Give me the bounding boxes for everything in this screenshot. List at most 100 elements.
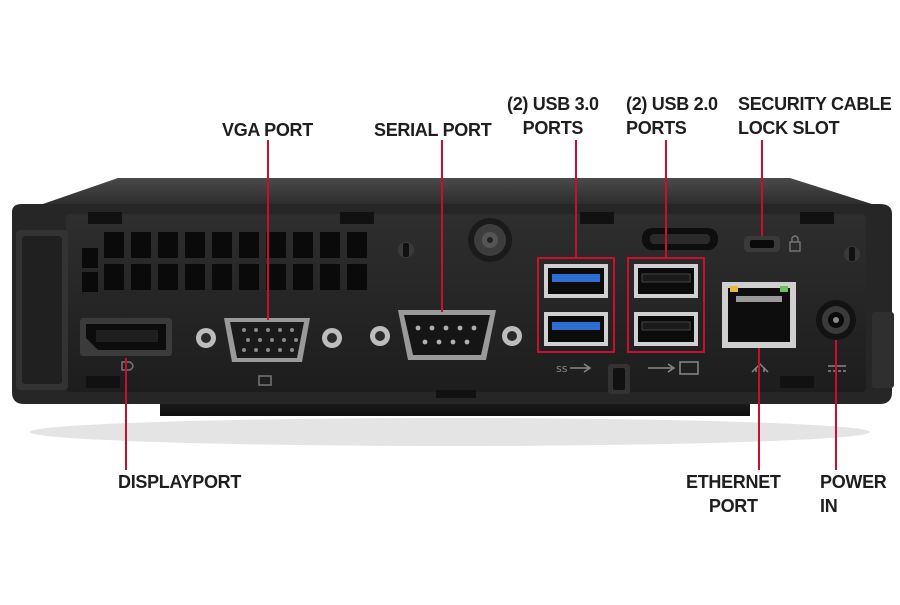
ventilation-grille [82, 232, 367, 292]
padlock-icon [789, 235, 801, 252]
label-power-in: POWER IN [820, 470, 887, 518]
top-tab [800, 212, 834, 224]
serial-connector[interactable] [398, 310, 496, 360]
leader-lines [125, 140, 837, 470]
vga-pin [246, 338, 250, 342]
vent-slot [82, 272, 98, 292]
top-tab [88, 212, 122, 224]
vent-slot [347, 232, 367, 258]
vga-pin [258, 338, 262, 342]
vent-slot [239, 264, 259, 290]
svg-text:ss: ss [556, 362, 568, 375]
vent-slot [212, 264, 232, 290]
screw-hole [844, 246, 860, 262]
vga-pin [242, 328, 246, 332]
screw-hole [398, 242, 414, 258]
ethernet-port[interactable] [722, 282, 796, 348]
vga-pin [294, 338, 298, 342]
vent-slot [158, 232, 178, 258]
vga-pin [290, 348, 294, 352]
right-side-panel [872, 312, 894, 388]
label-usb2-line1: (2) USB 2.0 [626, 94, 718, 114]
vent-slot [239, 232, 259, 258]
label-vga-port: VGA PORT [222, 118, 313, 142]
left-side-panel-inner [22, 236, 62, 384]
slot-cover-inner [650, 234, 710, 244]
serial-pin [464, 339, 470, 345]
serial-pin [443, 325, 449, 331]
vga-pin [290, 328, 294, 332]
label-usb3-line2: PORTS [522, 118, 584, 138]
bottom-slot [86, 376, 120, 388]
vent-slot [293, 232, 313, 258]
vent-slot [131, 232, 151, 258]
usb2-port-top[interactable] [634, 264, 698, 298]
displayport-symbol-icon [121, 361, 134, 371]
serial-standoff [370, 326, 390, 346]
serial-pin [436, 339, 442, 345]
usb3-port-top[interactable] [544, 264, 608, 298]
vent-slot [320, 264, 340, 290]
vga-pin [254, 348, 258, 352]
serial-pin [457, 325, 463, 331]
label-ethernet-line2: PORT [708, 496, 758, 516]
usb2-port-bottom[interactable] [634, 312, 698, 346]
label-ethernet-line1: ETHERNET [686, 472, 781, 492]
vga-pin [278, 328, 282, 332]
vent-slot [212, 232, 232, 258]
vga-pin [278, 348, 282, 352]
serial-pin [415, 325, 421, 331]
label-usb2-line2: PORTS [626, 118, 687, 138]
label-serial-port-text: SERIAL PORT [374, 120, 492, 140]
label-power-line1: POWER [820, 472, 887, 492]
top-tab [340, 212, 374, 224]
label-security-line1: SECURITY CABLE [738, 94, 892, 114]
vent-slot [320, 232, 340, 258]
vga-pin [270, 338, 274, 342]
label-serial-port: SERIAL PORT [374, 118, 492, 142]
vent-slot [266, 264, 286, 290]
label-displayport-text: DISPLAYPORT [118, 472, 242, 492]
vent-slot [266, 232, 286, 258]
label-vga-port-text: VGA PORT [222, 120, 313, 140]
label-displayport: DISPLAYPORT [118, 470, 241, 494]
vent-slot [185, 232, 205, 258]
vga-pin [282, 338, 286, 342]
chassis-top [40, 178, 875, 205]
bottom-slot [780, 376, 814, 388]
superspeed-usb-icon: ss [556, 362, 592, 375]
vent-slot [347, 264, 367, 290]
vent-slot [185, 264, 205, 290]
vent-slot [104, 232, 124, 258]
usb-icon [648, 361, 699, 375]
serial-standoff [502, 326, 522, 346]
displayport-connector[interactable] [80, 318, 172, 356]
top-tab [580, 212, 614, 224]
serial-pins [415, 325, 477, 345]
label-security-line2: LOCK SLOT [738, 118, 840, 138]
release-latch-inner [613, 368, 625, 390]
floor-shadow [30, 418, 870, 446]
vent-slot [82, 248, 98, 268]
serial-pin [450, 339, 456, 345]
thumb-screw [468, 218, 512, 262]
label-security-slot: SECURITY CABLE LOCK SLOT [738, 92, 892, 140]
serial-base-slot [436, 390, 476, 398]
security-lock-slot[interactable] [744, 236, 780, 252]
power-in-jack[interactable] [816, 300, 856, 340]
vga-standoff [322, 328, 342, 348]
vga-connector[interactable] [224, 318, 310, 362]
vent-slot [158, 264, 178, 290]
vent-slot [104, 264, 124, 290]
vga-pin [266, 348, 270, 352]
chassis-foot [160, 404, 750, 416]
vent-slot [131, 264, 151, 290]
vent-slot [293, 264, 313, 290]
usb3-port-bottom[interactable] [544, 312, 608, 346]
label-usb3-line1: (2) USB 3.0 [507, 94, 599, 114]
vga-pin [254, 328, 258, 332]
vga-pin [242, 348, 246, 352]
label-ethernet-port: ETHERNET PORT [686, 470, 781, 518]
